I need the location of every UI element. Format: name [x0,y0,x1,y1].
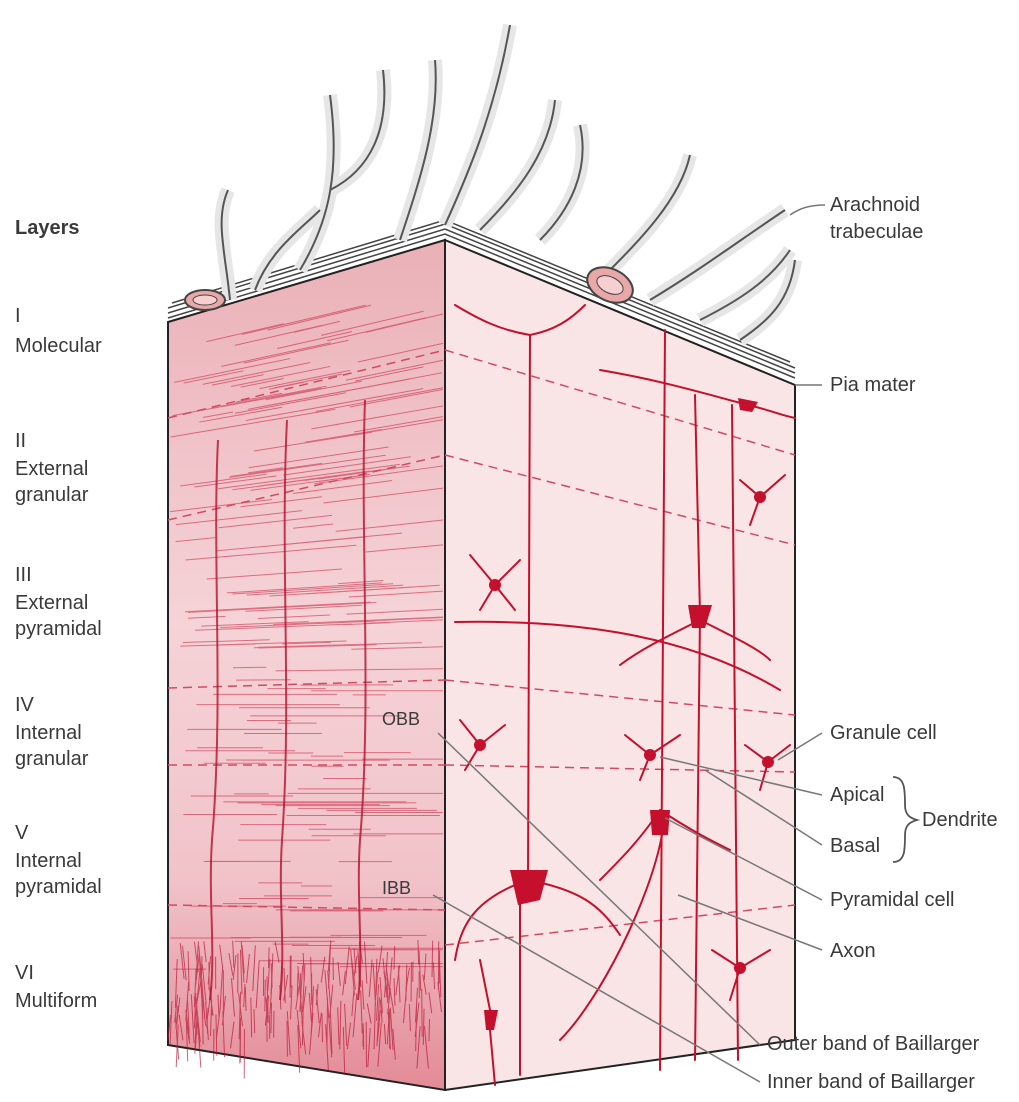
multiform-fibre [429,1019,430,1041]
layer-5-numeral: V [15,820,28,846]
layer-1-name: Molecular [15,333,102,359]
label-granule-cell: Granule cell [830,720,937,746]
label-pia-mater: Pia mater [830,372,916,398]
label-apical: Apical [830,782,884,808]
layer-2-name: External granular [15,456,125,508]
multiform-fibre [211,994,212,1015]
layers-heading: Layers [15,215,80,241]
multiform-fibre [302,1012,303,1046]
layer-5-name: Internal pyramidal [15,848,125,900]
label-axon: Axon [830,938,876,964]
multiform-fibre [418,940,419,964]
multiform-fibre [240,1022,241,1064]
label-basal: Basal [830,833,880,859]
label-arachnoid-line2: trabeculae [830,219,923,245]
label-ibb: IBB [382,875,411,901]
label-pyramidal-cell: Pyramidal cell [830,887,954,913]
left-face [168,240,445,1090]
label-dendrite: Dendrite [922,807,998,833]
layer-4-name: Internal granular [15,720,125,772]
layer-1-numeral: I [15,303,21,329]
layer-3-name: External pyramidal [15,590,125,642]
multiform-fibre [432,941,433,977]
multiform-fibre [271,1003,272,1033]
multiform-fibre [394,946,395,969]
multiform-fibre [297,973,298,997]
layer-4-numeral: IV [15,692,34,718]
multiform-fibre [245,987,246,1011]
layer-6-numeral: VI [15,960,34,986]
layer-3-numeral: III [15,562,32,588]
layer-2-numeral: II [15,428,26,454]
label-arachnoid-line1: Arachnoid [830,192,920,218]
label-inner-band: Inner band of Baillarger [767,1069,975,1095]
label-obb: OBB [382,706,420,732]
label-outer-band: Outer band of Baillarger [767,1031,979,1057]
layer-6-name: Multiform [15,988,97,1014]
dendrite-brace [893,777,917,862]
